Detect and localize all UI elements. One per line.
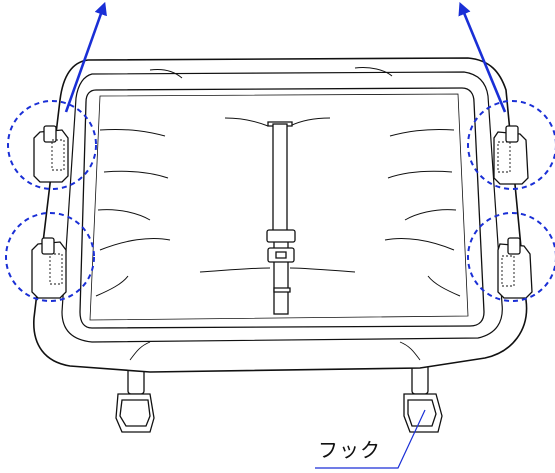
fabric-wrinkles	[95, 67, 461, 361]
center-strap	[266, 121, 296, 315]
side-fastener-right-lower	[497, 237, 533, 299]
lift-arrows	[64, 1, 507, 113]
side-fastener-left-lower	[31, 237, 67, 299]
callout-leader-line	[315, 409, 426, 469]
highlight-left-upper	[7, 100, 97, 190]
highlight-right-upper	[467, 100, 555, 190]
arrow-right	[458, 1, 507, 113]
arrow-left	[64, 1, 107, 113]
side-fastener-left-upper	[33, 125, 69, 183]
highlight-left-lower	[5, 212, 95, 302]
hook-bottom-right	[403, 359, 443, 433]
highlight-circles	[5, 100, 555, 302]
hook-callout-label: フック	[318, 438, 381, 462]
side-fastener-right-upper	[493, 125, 529, 185]
highlight-right-lower	[467, 212, 555, 302]
